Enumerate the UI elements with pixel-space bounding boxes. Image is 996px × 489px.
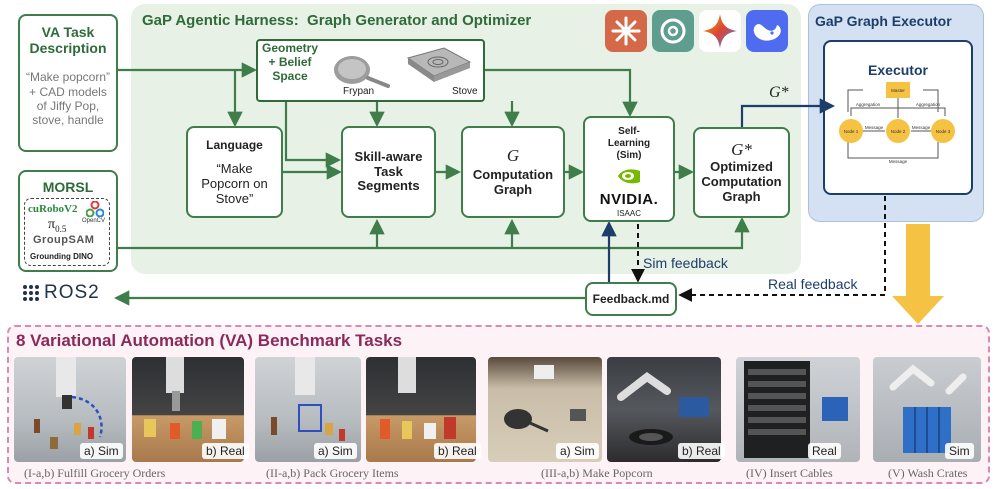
feedback-file-box: Feedback.md [585,282,677,316]
computation-graph-box: G Computation Graph [461,126,565,218]
harness-title: GaP Agentic Harness: Graph Generator and… [142,12,532,29]
pi-label: π0.5 [48,217,66,234]
task4-real-tag: Real [808,443,841,459]
ros2-icon [22,284,40,307]
optimized-graph-text: Optimized Computation Graph [701,159,782,204]
skill-segments-text: Skill-aware Task Segments [354,148,423,194]
gstar-arrow-label: G* [769,84,789,101]
opencv-label: OpenCV [82,218,106,224]
real-feedback-label: Real feedback [768,276,858,292]
feedback-file-label: Feedback.md [592,292,670,306]
task5-caption: (V) Wash Crates [888,466,968,480]
task2-real-tag: b) Real [434,443,481,459]
language-box: Language “Make Popcorn on Stove” [186,126,283,218]
language-title: Language [206,138,263,152]
master-node [886,82,910,98]
task4-caption: (IV) Insert Cables [746,466,833,480]
edge-label: Aggregation [916,102,941,107]
task3-sim-tag: a) Sim [556,443,599,459]
edge-label: Message [889,159,908,164]
ros2-label: ROS2 [44,282,100,303]
pi-symbol: π [48,217,56,232]
self-learning-box: Self-Learning (Sim) NVIDIA. ISAAC [583,116,675,222]
task4-real-image [736,357,860,462]
groupsam-logo: GroupSAM [33,234,95,246]
computation-graph-text: Computation Graph [472,167,554,197]
va-task-box: VA Task Description “Make popcorn” + CAD… [18,14,118,152]
deepseek-icon [746,10,788,52]
node-2-label: Node 2 [891,129,906,134]
task1-sim-tag: a) Sim [80,443,123,459]
node-3-label: Node 3 [936,129,951,134]
executor-panel-title: GaP Graph Executor [815,13,952,29]
benchmark-title: 8 Variational Automation (VA) Benchmark … [16,331,403,350]
task2-sim-tag: a) Sim [314,443,357,459]
task5-sim-tag: Sim [945,443,974,459]
node-1-label: Node 1 [844,129,859,134]
frypan-icon [330,48,392,93]
isaac-label: ISAAC [616,209,641,218]
node-3 [931,119,955,143]
executor-graph: Master Node 1 Node 2 Node 3 Aggregation … [839,82,955,164]
task3-real-tag: b) Real [678,443,725,459]
claude-icon [605,10,647,52]
optimized-graph-box: G* Optimized Computation Graph [693,127,790,218]
pi-subscript: 0.5 [55,223,67,234]
language-text: “Make Popcorn on Stove” [201,161,268,206]
grounding-dino-label: Grounding DINO [30,252,94,261]
skill-segments-box: Skill-aware Task Segments [341,126,436,218]
task5-sim-image [873,357,981,462]
nvidia-icon [616,166,642,191]
task2-caption: (II-a,b) Pack Grocery Items [266,466,399,480]
edge-label: Message [865,125,884,130]
executor-inner-title: Executor [868,62,928,78]
nvidia-label: NVIDIA. [599,191,659,208]
stove-label: Stove [452,86,478,97]
task3-caption: (III-a,b) Make Popcorn [541,466,653,480]
executor-box [823,40,973,195]
sim-feedback-label: Sim feedback [643,255,728,271]
computation-graph-symbol: G [506,146,520,166]
stove-icon [404,44,474,91]
va-task-text: “Make popcorn” + CAD models of Jiffy Pop… [25,70,111,128]
gemini-icon [699,10,741,52]
task1-real-tag: b) Real [202,443,249,459]
morsl-title: MORSL [42,179,94,195]
optimized-graph-symbol: G* [731,140,752,160]
self-learning-title: Self-Learning (Sim) [607,126,651,161]
master-node-label: Master [891,88,905,93]
task1-caption: (I-a,b) Fulfill Grocery Orders [24,466,166,480]
edge-label: Aggregation [856,102,881,107]
node-1 [839,119,863,143]
node-2 [886,119,910,143]
frypan-label: Frypan [343,86,375,97]
curobo-logo: cuRoboV2 [28,203,78,215]
chatgpt-icon [652,10,694,52]
va-task-title: VA Task Description [29,24,107,57]
opencv-icon [85,200,105,222]
edge-label: Message [912,125,931,130]
geometry-title: Geometry + Belief Space [262,41,319,83]
